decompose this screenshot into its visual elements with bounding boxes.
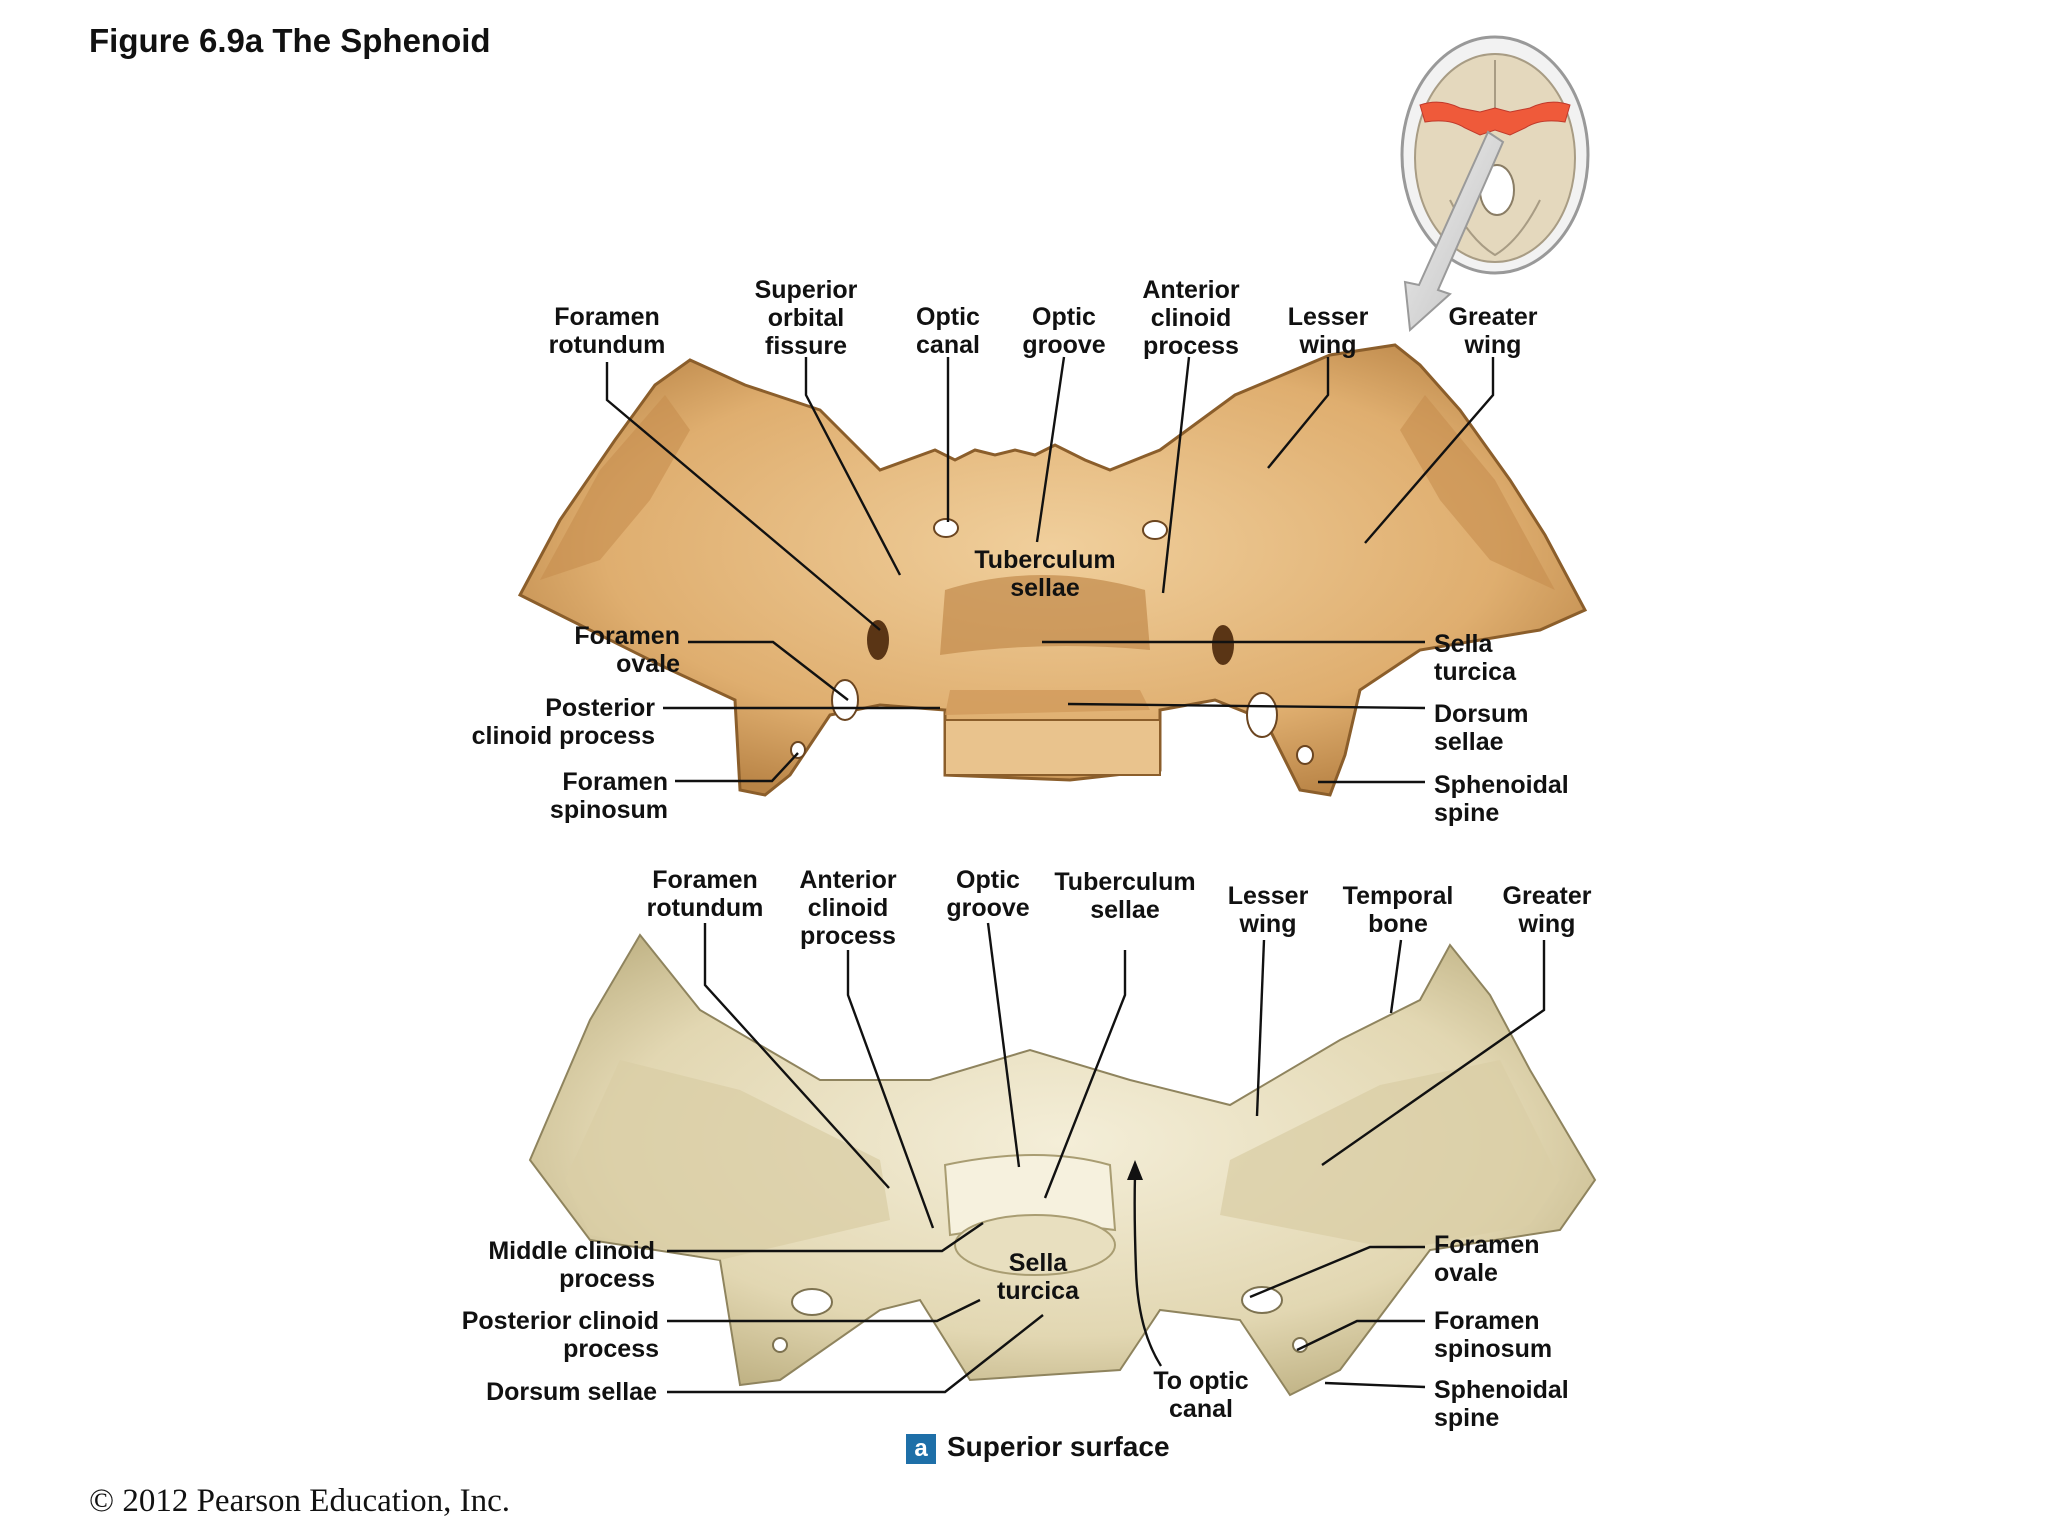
copyright-notice: © 2012 Pearson Education, Inc.	[89, 1483, 510, 1519]
label-sphenoidal-spine: Sphenoidal spine	[1434, 771, 1569, 827]
label-foramen-ovale: Foramen ovale	[574, 622, 680, 678]
label-greater-wing: Greater wing	[1448, 303, 1538, 359]
photo-label-foramen-rotundum: Foramen rotundum	[646, 866, 764, 922]
photo-label-middle-clinoid-process: Middle clinoid process	[488, 1237, 655, 1293]
figure-title: Figure 6.9a The Sphenoid	[89, 22, 491, 59]
photo-label-anterior-clinoid-process: Anterior clinoid process	[799, 866, 897, 950]
label-anterior-clinoid-process: Anterior clinoid process	[1142, 276, 1240, 360]
photo-label-temporal-bone: Temporal bone	[1342, 882, 1454, 938]
photo-label-dorsum-sellae: Dorsum sellae	[486, 1378, 657, 1406]
photo-leader-lines	[667, 922, 1546, 1394]
photo-label-greater-wing: Greater wing	[1502, 882, 1592, 938]
label-dorsum-sellae: Dorsum sellae	[1434, 700, 1529, 756]
label-optic-canal: Optic canal	[916, 303, 980, 359]
sphenoid-photo	[528, 933, 1597, 1397]
illustration-leader-lines	[605, 356, 1495, 784]
photo-label-foramen-ovale: Foramen ovale	[1434, 1231, 1540, 1287]
photo-label-foramen-spinosum: Foramen spinosum	[1434, 1307, 1553, 1363]
label-superior-orbital-fissure: Superior orbital fissure	[754, 276, 858, 360]
photo-label-lesser-wing: Lesser wing	[1227, 882, 1309, 938]
label-lesser-wing: Lesser wing	[1287, 303, 1369, 359]
photo-label-tuberculum-sellae: Tuberculum sellae	[1054, 868, 1196, 924]
inset-sphenoid-highlight	[1419, 101, 1571, 136]
photo-label-sphenoidal-spine: Sphenoidal spine	[1434, 1376, 1569, 1432]
inset-arrow	[1403, 130, 1505, 333]
label-optic-groove: Optic groove	[1022, 303, 1106, 359]
label-tuberculum-sellae: Tuberculum sellae	[974, 546, 1116, 602]
label-posterior-clinoid-process: Posterior clinoid process	[471, 694, 655, 750]
label-sella-turcica: Sella turcica	[1434, 630, 1516, 686]
sphenoid-illustration	[517, 343, 1588, 797]
photo-label-optic-groove: Optic groove	[946, 866, 1030, 922]
label-foramen-rotundum: Foramen rotundum	[548, 303, 666, 359]
panel-caption: Superior surface	[947, 1431, 1170, 1462]
photo-label-sella-turcica: Sella turcica	[997, 1249, 1079, 1305]
panel-badge: a	[906, 1434, 936, 1464]
label-foramen-spinosum: Foramen spinosum	[549, 768, 668, 824]
photo-label-posterior-clinoid-process: Posterior clinoid process	[461, 1307, 659, 1363]
photo-label-to-optic-canal: To optic canal	[1153, 1367, 1249, 1423]
